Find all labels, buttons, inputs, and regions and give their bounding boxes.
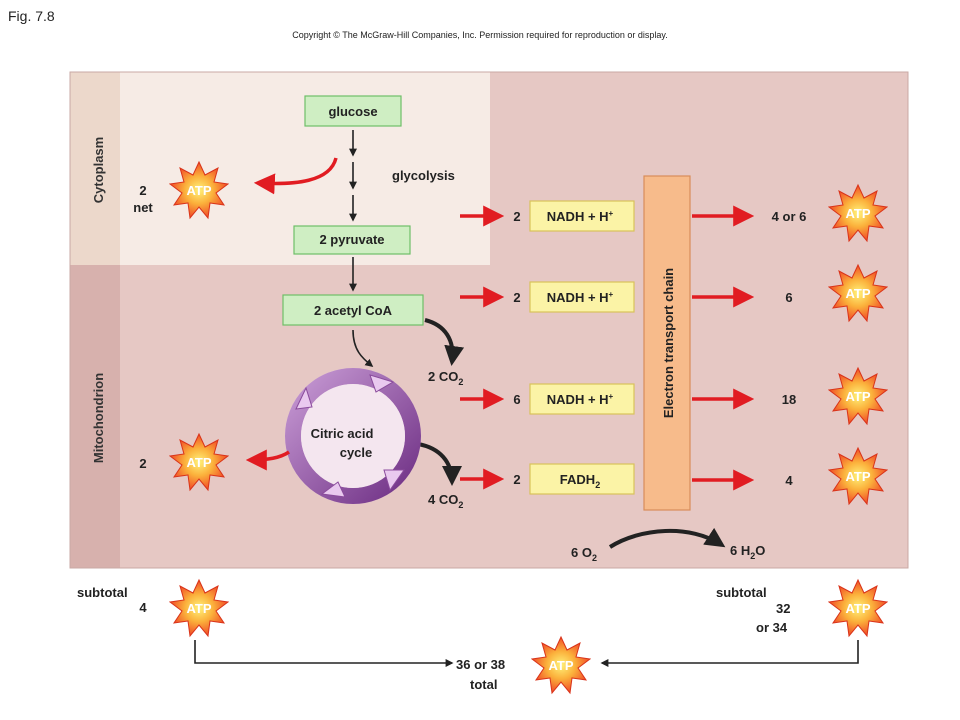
carrier-count: 6	[513, 392, 520, 407]
glycolysis-atp-count: 2	[139, 183, 146, 198]
atp-label: ATP	[845, 206, 870, 221]
left-subtotal-value: 4	[139, 600, 147, 615]
mitochondrion-label: Mitochondrion	[91, 373, 106, 463]
atp-burst-total: ATP	[531, 636, 591, 694]
atp-burst-etc: ATP	[828, 367, 888, 425]
pyruvate-box: 2 pyruvate	[293, 225, 411, 255]
right-subtotal-value-1: 32	[776, 601, 790, 616]
yield-row: 4 ATP	[692, 447, 888, 505]
glycolysis-atp-arrow	[253, 157, 338, 195]
carrier-name: NADH + H+	[547, 209, 614, 224]
atp-burst-right-subtotal: ATP	[828, 579, 888, 637]
cycle-label: cycle	[340, 445, 373, 460]
acetyl-to-cycle-arrow	[352, 329, 374, 367]
glucose-box: glucose	[304, 95, 402, 127]
atp-label: ATP	[845, 389, 870, 404]
mitochondrion-sidebar	[70, 265, 120, 568]
etc-label: Electron transport chain	[661, 268, 676, 418]
carrier-row: 2 NADH + H+	[460, 281, 635, 313]
carrier-count: 2	[513, 209, 520, 224]
acetyl-coa-box: 2 acetyl CoA	[282, 294, 424, 326]
atp-burst-etc: ATP	[828, 184, 888, 242]
carrier-row: 2 NADH + H+	[460, 200, 635, 232]
citric-acid-cycle: Citric acid cycle	[285, 368, 421, 504]
carrier-row: 2 FADH2	[460, 463, 635, 495]
cycle-atp-count: 2	[139, 456, 146, 471]
right-total-connector	[600, 640, 859, 667]
left-subtotal-label: subtotal	[77, 585, 128, 600]
right-subtotal-label: subtotal	[716, 585, 767, 600]
cycle-atp-arrow	[245, 449, 290, 471]
svg-text:ATP: ATP	[186, 601, 211, 616]
co2-arrow-1	[424, 318, 465, 366]
electron-transport-chain: Electron transport chain	[643, 175, 691, 511]
carrier-count: 2	[513, 472, 520, 487]
svg-text:ATP: ATP	[186, 183, 211, 198]
carrier-name: FADH2	[560, 472, 600, 490]
water-label: 6 H2O	[730, 543, 765, 561]
atp-label: ATP	[845, 469, 870, 484]
yield-row: 18 ATP	[692, 367, 888, 425]
oxygen-label: 6 O2	[571, 545, 597, 563]
carrier-box	[529, 463, 635, 495]
atp-label: ATP	[845, 286, 870, 301]
svg-text:ATP: ATP	[845, 601, 870, 616]
citric-acid-label: Citric acid	[311, 426, 374, 441]
yield-row: 4 or 6 ATP	[692, 184, 888, 242]
carrier-count: 2	[513, 290, 520, 305]
pyruvate-label: 2 pyruvate	[319, 232, 384, 247]
acetyl-coa-label: 2 acetyl CoA	[314, 303, 393, 318]
copyright-notice: Copyright © The McGraw-Hill Companies, I…	[292, 30, 668, 40]
atp-burst-cycle: ATP	[169, 433, 229, 491]
yield-value: 4 or 6	[772, 209, 807, 224]
atp-burst-etc: ATP	[828, 264, 888, 322]
yield-value: 18	[782, 392, 796, 407]
carrier-row: 6 NADH + H+	[460, 383, 635, 415]
right-subtotal-value-2: or 34	[756, 620, 788, 635]
left-total-connector	[194, 640, 454, 667]
svg-text:ATP: ATP	[548, 658, 573, 673]
carrier-name: NADH + H+	[547, 290, 614, 305]
glycolysis-label: glycolysis	[392, 168, 455, 183]
carrier-name: NADH + H+	[547, 392, 614, 407]
glycolysis-atp-net: net	[133, 200, 153, 215]
atp-burst-glycolysis: ATP	[169, 161, 229, 219]
carrier-box	[529, 383, 635, 415]
cytoplasm-sidebar	[70, 72, 120, 265]
svg-text:ATP: ATP	[186, 455, 211, 470]
co2-arrow-2	[417, 442, 462, 486]
cytoplasm-region	[70, 72, 490, 265]
oxygen-to-water-arrow	[608, 527, 726, 549]
co2-label-1: 2 CO2	[428, 369, 463, 387]
atp-burst-left-subtotal: ATP	[169, 579, 229, 637]
co2-label-2: 4 CO2	[428, 492, 463, 510]
total-label: total	[470, 677, 497, 692]
atp-burst-etc: ATP	[828, 447, 888, 505]
carrier-box	[529, 281, 635, 313]
yield-value: 4	[785, 473, 793, 488]
yield-value: 6	[785, 290, 792, 305]
glucose-label: glucose	[328, 104, 377, 119]
yield-row: 6 ATP	[692, 264, 888, 322]
figure-label: Fig. 7.8	[8, 8, 55, 24]
cytoplasm-label: Cytoplasm	[91, 137, 106, 203]
carrier-box	[529, 200, 635, 232]
total-value: 36 or 38	[456, 657, 505, 672]
